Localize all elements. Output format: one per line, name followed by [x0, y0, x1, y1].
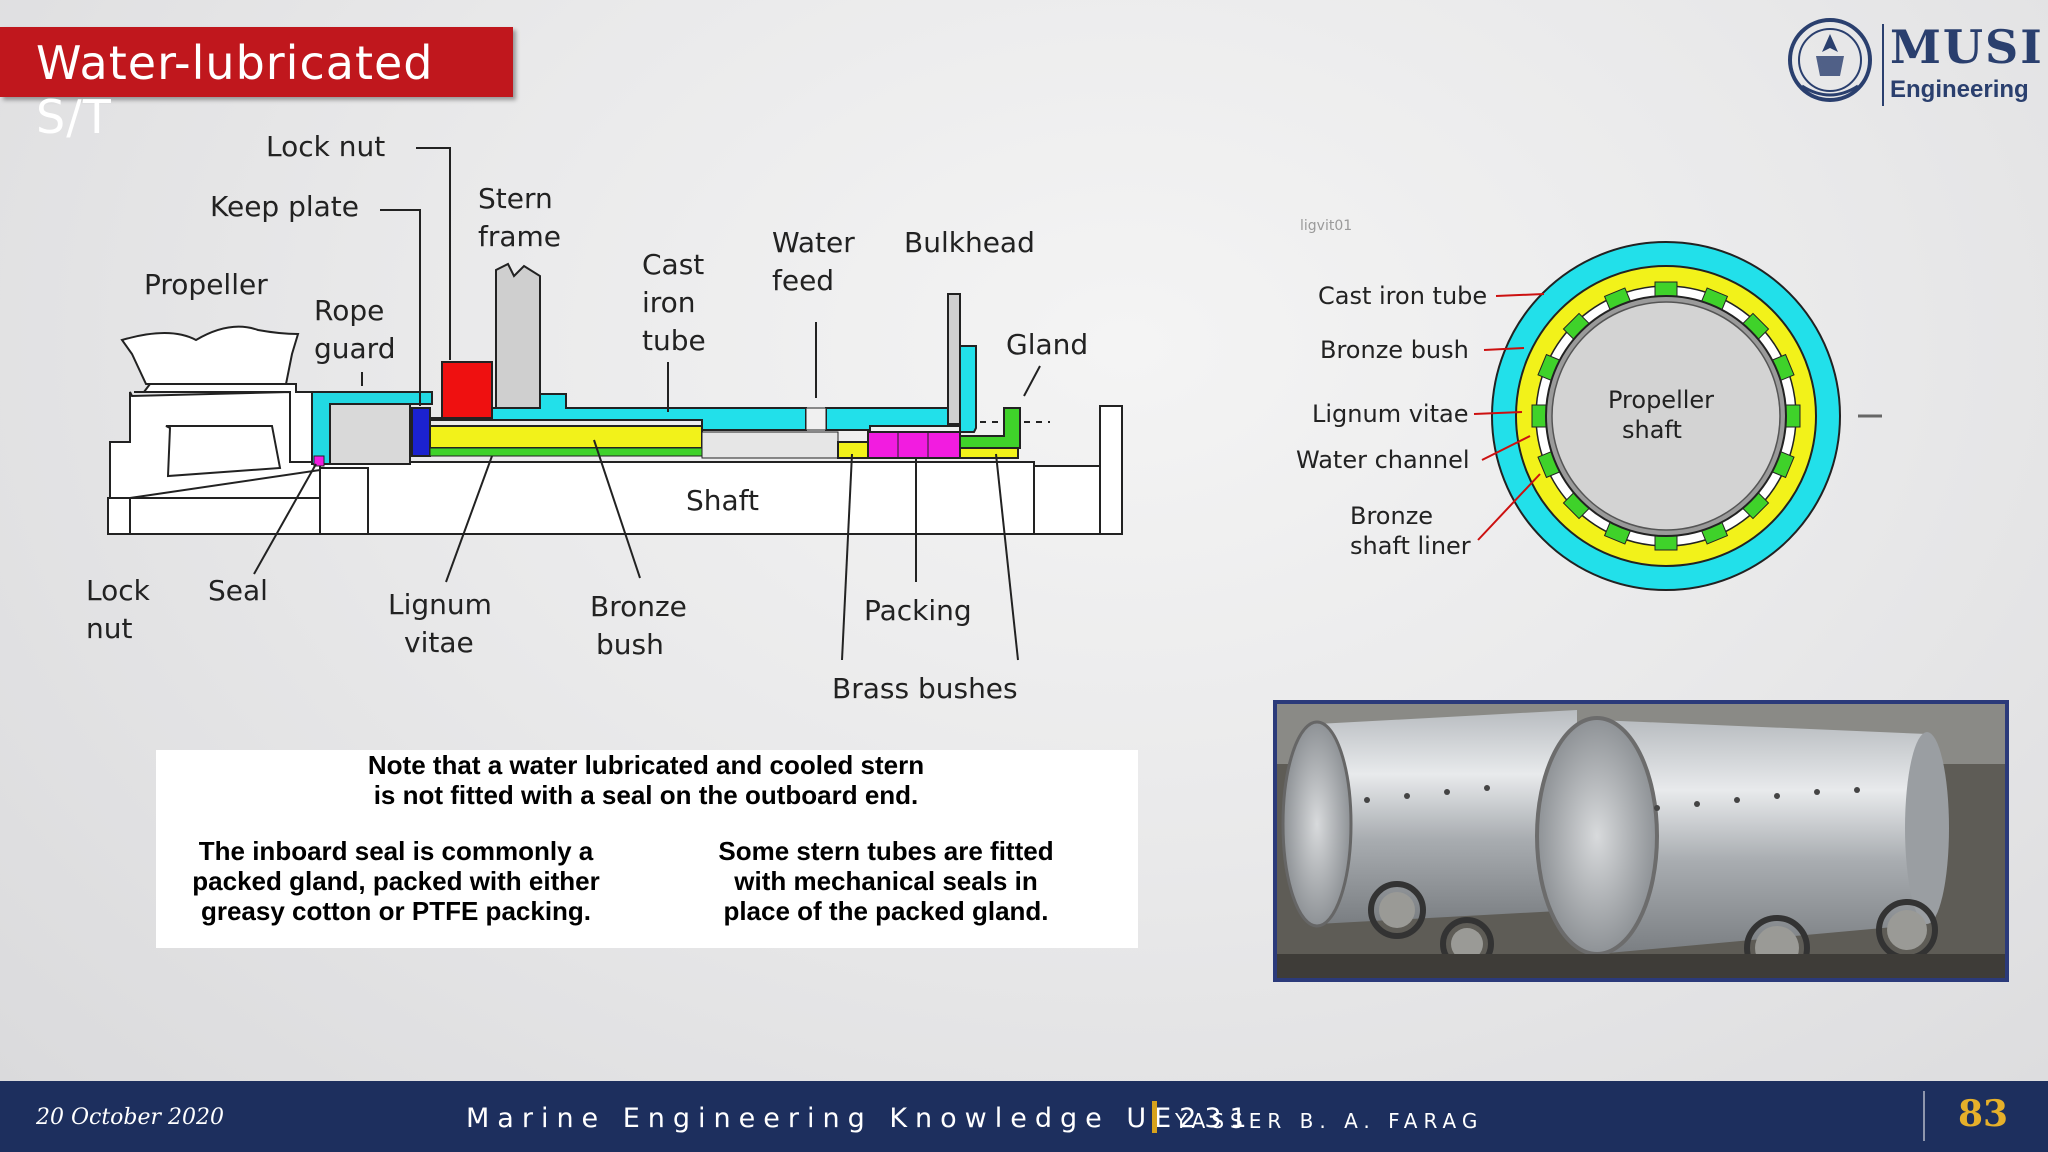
label-vitae: vitae	[404, 626, 474, 659]
packing	[867, 431, 961, 459]
seal	[313, 455, 325, 467]
bronze-bush-bar	[429, 425, 703, 449]
label-lignum: Lignum	[388, 588, 492, 621]
footer-separator	[1923, 1091, 1925, 1141]
label-lock: Lock	[86, 574, 151, 607]
footer-author: YASSER B. A. FARAG	[1175, 1109, 1484, 1133]
note-inboard-seal: The inboard seal is commonly a packed gl…	[192, 836, 600, 926]
brass-bush-aft	[837, 441, 869, 459]
label-gland: Gland	[1006, 328, 1088, 361]
musi-logo: MUSI Engineering	[1782, 12, 2042, 112]
label-water-channel: Water channel	[1296, 446, 1470, 474]
lock-nut	[441, 361, 493, 419]
rope-guard-inner	[329, 403, 411, 465]
coupling-flange	[1099, 405, 1123, 535]
university-seal-icon	[1788, 18, 1872, 102]
label-propeller-shaft-2: shaft	[1622, 416, 1682, 444]
label-packing: Packing	[864, 594, 972, 627]
footer-date: 20 October 2020	[36, 1105, 225, 1130]
slide-title: Water-lubricated S/T	[36, 36, 434, 144]
label-seal: Seal	[208, 574, 268, 607]
water-feed-gap	[805, 407, 827, 431]
note-mechanical-seals: Some stern tubes are fitted with mechani…	[718, 836, 1054, 926]
footer-course: Marine Engineering Knowledge UE231	[466, 1103, 1255, 1134]
cross-section: ligvit01 Cast iron tube Bronze bush Lign…	[1296, 218, 1882, 591]
label-nut: nut	[86, 612, 132, 645]
notes-box: Note that a water lubricated and cooled …	[156, 750, 1138, 948]
shaft	[319, 461, 1035, 535]
stern-tube-photo	[1273, 700, 2009, 982]
water-space	[701, 431, 839, 459]
footer-accent-bar	[1152, 1101, 1157, 1133]
logo-subtitle: Engineering	[1890, 76, 2029, 103]
cross-section-leaders	[1473, 293, 1545, 541]
leader-lines	[253, 147, 1041, 661]
label-tube: tube	[642, 324, 706, 357]
propeller-blade	[120, 325, 300, 385]
label-bronze-liner-2: shaft liner	[1350, 532, 1471, 560]
keep-plate	[411, 407, 431, 457]
shaft-after-step	[319, 467, 369, 535]
cross-section-tag: ligvit01	[1300, 218, 1352, 234]
label-rope: Rope	[314, 294, 384, 327]
label-stern: Stern	[478, 182, 553, 215]
label-brass-bushes: Brass bushes	[832, 672, 1018, 705]
logo-name: MUSI	[1890, 20, 2044, 74]
longitudinal-section: Lock nut Keep plate Stern frame Propelle…	[86, 130, 1123, 705]
label-bronze-bush: Bronze bush	[1320, 336, 1469, 364]
label-feed: feed	[772, 264, 834, 297]
label-bronze-liner-1: Bronze	[1350, 502, 1433, 530]
propeller-hub	[134, 383, 313, 463]
label-cast-iron-tube: Cast iron tube	[1318, 282, 1487, 310]
footer-bar: 20 October 2020 Marine Engineering Knowl…	[0, 1081, 2048, 1152]
logo-separator	[1882, 24, 1884, 106]
lignum-vitae-bar	[429, 447, 703, 457]
stern-frame	[495, 262, 541, 409]
shaft-inner-end	[1033, 465, 1101, 535]
note-outboard: Note that a water lubricated and cooled …	[367, 750, 925, 810]
brass-bush-fwd	[959, 447, 1019, 459]
label-frame: frame	[478, 220, 561, 253]
page-number: 83	[1958, 1093, 2009, 1135]
label-water: Water	[772, 226, 855, 259]
label-shaft: Shaft	[686, 484, 759, 517]
label-iron: iron	[642, 286, 696, 319]
label-keep-plate: Keep plate	[210, 190, 359, 223]
slide-title-box: Water-lubricated S/T	[0, 27, 513, 144]
label-propeller: Propeller	[144, 268, 268, 301]
label-bulkhead: Bulkhead	[904, 226, 1035, 259]
label-guard: guard	[314, 332, 395, 365]
bulkhead	[947, 293, 961, 425]
label-bronze: Bronze	[590, 590, 687, 623]
propeller-shaft-disc	[1551, 301, 1781, 531]
propeller-boss	[165, 425, 282, 478]
label-lignum-vitae: Lignum vitae	[1312, 400, 1468, 428]
label-propeller-shaft-1: Propeller	[1608, 386, 1714, 414]
label-bush: bush	[596, 628, 664, 661]
label-lock-nut-top: Lock nut	[266, 130, 385, 163]
label-cast: Cast	[642, 248, 704, 281]
stern-tube-photo-illustration	[1277, 704, 2005, 978]
cast-iron-tube	[429, 393, 807, 431]
